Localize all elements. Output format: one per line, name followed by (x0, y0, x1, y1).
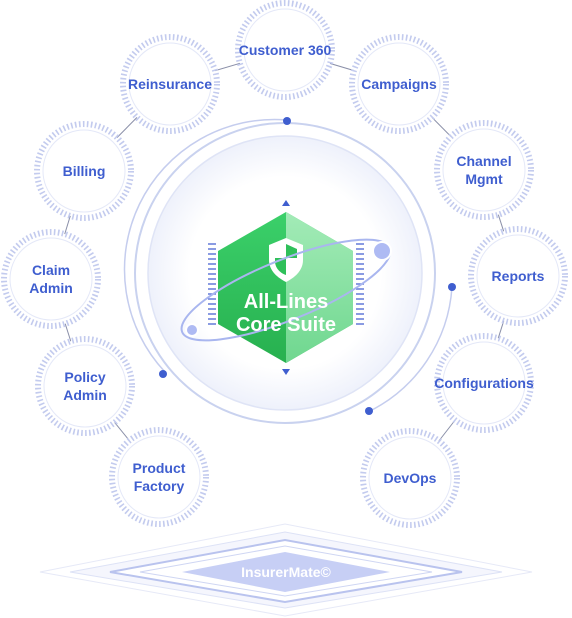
orbit-planet-large (372, 241, 392, 261)
orbit-arc-right (367, 286, 453, 413)
module-node: Reports (468, 226, 568, 326)
module-disc (128, 42, 212, 126)
platform-top (182, 552, 390, 592)
module-disc (476, 234, 560, 318)
module-disc (442, 128, 526, 212)
module-disc (243, 8, 327, 92)
module-node: DevOps (360, 428, 460, 528)
orbit-dot (159, 370, 167, 378)
module-label: DevOps (384, 470, 437, 486)
module-label: Reports (492, 268, 545, 284)
module-disc (42, 129, 126, 213)
module-disc (357, 42, 441, 126)
orbit-dot (448, 283, 456, 291)
core-title-line1: All-Lines (244, 291, 328, 313)
module-label: Policy (64, 369, 105, 385)
platform-label: InsurerMate© (241, 564, 331, 580)
module-disc (43, 344, 127, 428)
module-label: Billing (63, 163, 106, 179)
module-node: Reinsurance (120, 34, 220, 134)
core-title-line2: Core Suite (236, 314, 336, 336)
core-suite: All-Lines Core Suite (180, 200, 392, 375)
module-label: Admin (29, 280, 73, 296)
platform-layer-outer (39, 523, 533, 617)
module-node: Configurations (434, 333, 534, 433)
module-label: Admin (63, 387, 107, 403)
platform-layer-4 (139, 545, 433, 597)
platform-base: InsurerMate© (39, 523, 533, 617)
module-label: Factory (134, 478, 185, 494)
orbit-dot (283, 117, 291, 125)
module-node: Campaigns (349, 34, 449, 134)
orbit-arc-left (123, 118, 288, 373)
module-disc (368, 436, 452, 520)
orbit-dot (365, 407, 373, 415)
module-label: Product (133, 460, 186, 476)
module-label: Reinsurance (128, 76, 212, 92)
module-nodes: Customer 360CampaignsChannelMgmtReportsC… (1, 0, 568, 528)
module-label: Mgmt (465, 171, 503, 187)
module-node: Customer 360 (235, 0, 335, 100)
module-label: Customer 360 (239, 42, 332, 58)
module-disc (117, 435, 201, 519)
hex-apex-marker (282, 200, 290, 206)
hex-base-marker (282, 369, 290, 375)
module-label: Claim (32, 262, 70, 278)
module-label: Campaigns (361, 76, 437, 92)
module-disc (9, 237, 93, 321)
orbit-planet-small (185, 323, 199, 337)
module-label: Configurations (434, 375, 534, 391)
module-disc (442, 341, 526, 425)
module-label: Channel (456, 153, 511, 169)
module-node: Billing (34, 121, 134, 221)
